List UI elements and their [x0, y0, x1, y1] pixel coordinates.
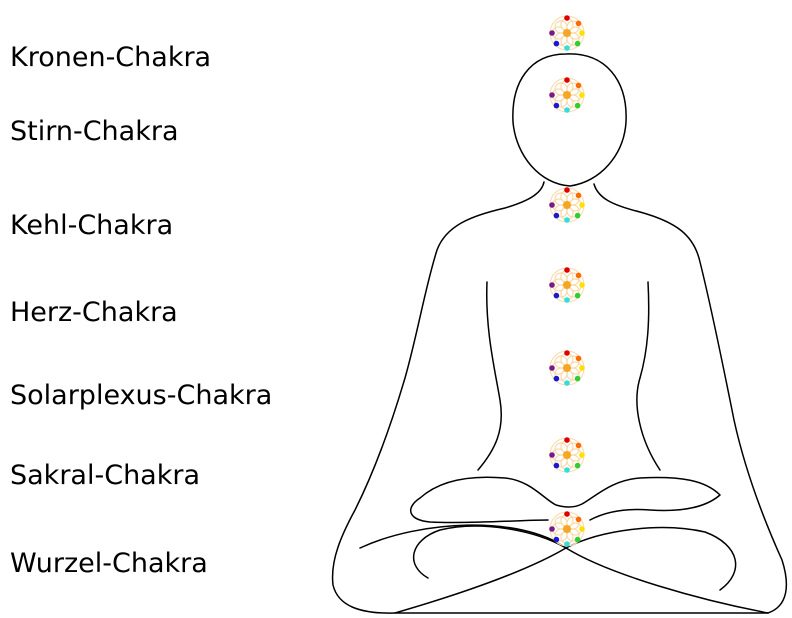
label-kronen-chakra: Kronen-Chakra [10, 42, 211, 73]
figure-leg-cross-2 [395, 548, 566, 613]
label-herz-chakra: Herz-Chakra [10, 297, 178, 328]
chakra-lotus-icon [549, 511, 585, 547]
figure-right-leg [566, 528, 736, 590]
label-stirn-chakra: Stirn-Chakra [10, 116, 179, 147]
chakra-symbols [549, 15, 585, 547]
chakra-lotus-icon [549, 437, 585, 473]
figure-inner-left-arm [478, 282, 501, 470]
chakra-labels: Kronen-Chakra Stirn-Chakra Kehl-Chakra H… [10, 42, 272, 579]
label-kehl-chakra: Kehl-Chakra [10, 210, 173, 241]
figure-head [513, 54, 626, 186]
chakra-lotus-icon [549, 15, 585, 51]
chakra-lotus-icon [549, 77, 585, 113]
label-wurzel-chakra: Wurzel-Chakra [10, 548, 208, 579]
figure-inner-right-arm [637, 282, 660, 470]
chakra-lotus-icon [549, 350, 585, 386]
figure-body-outline [333, 182, 787, 613]
label-sakral-chakra: Sakral-Chakra [10, 460, 200, 491]
chakra-lotus-icon [549, 267, 585, 303]
figure-left-leg [414, 526, 566, 578]
figure-left-foot [411, 498, 548, 523]
chakra-lotus-icon [549, 187, 585, 223]
label-solarplexus-chakra: Solarplexus-Chakra [10, 380, 272, 411]
